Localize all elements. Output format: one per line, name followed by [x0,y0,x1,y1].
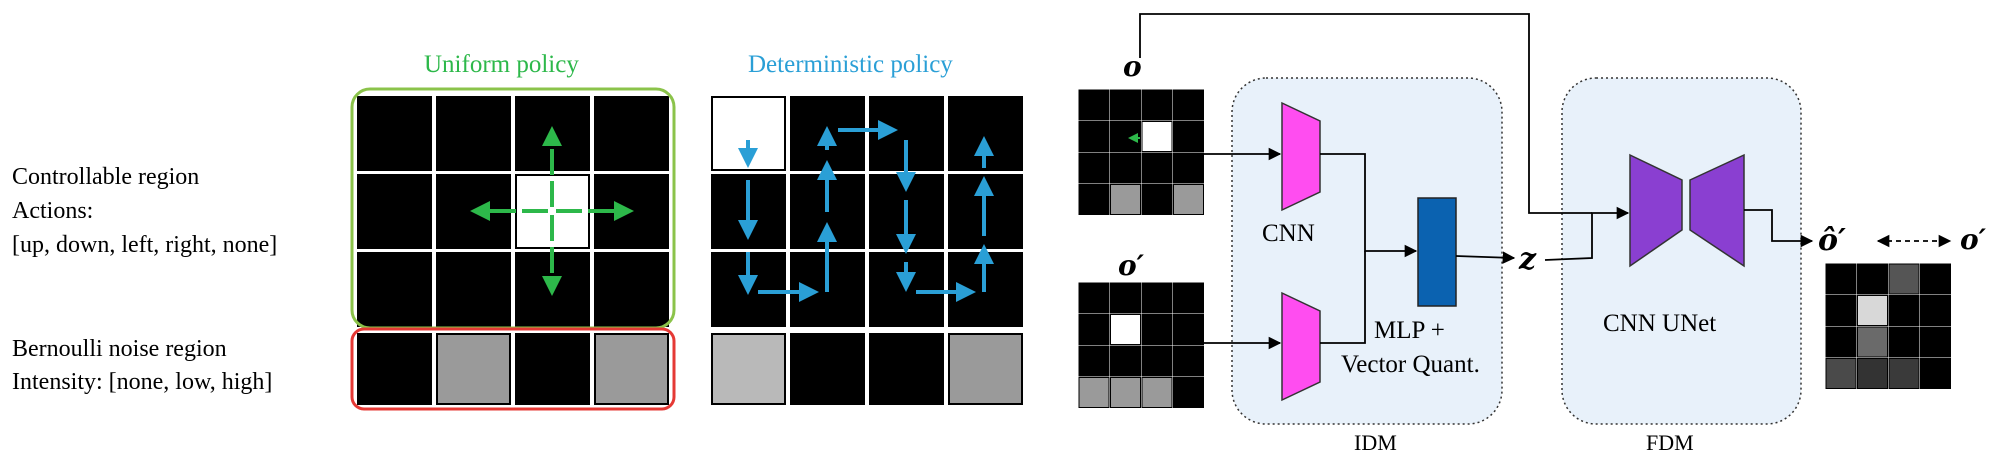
obs-o-cell [1078,152,1110,184]
obs-o-cell [1141,121,1173,152]
obs-o-prime-cell [1173,282,1204,314]
pred-o-cell [1888,263,1920,295]
grid-cell [357,96,432,171]
obs-o-prime-cell [1110,377,1141,408]
pred-o-cell [1825,295,1857,326]
o-hat-prime-symbol: ô′ [1818,223,1846,258]
connector [1320,153,1418,258]
obs-o-prime-cell [1110,314,1141,345]
obs-o-cell [1110,152,1141,184]
obs-o-cell [1141,89,1173,121]
noise-cell [357,333,432,405]
pred-o-cell [1920,263,1951,295]
skip-connection [1139,13,1592,214]
uniform-policy-title: Uniform policy [424,51,579,78]
grid-cell [357,174,432,249]
obs-o-prime-cell [1141,314,1173,345]
z-symbol: z [1519,242,1537,277]
noise-cell [790,333,865,405]
noise-cell [711,333,786,405]
noise-cell [594,333,669,405]
unet-encoder [1629,153,1683,268]
action-list-label: [up, down, left, right, none] [12,232,278,258]
pred-o-cell [1920,295,1951,326]
pred-o-cell [1888,295,1920,326]
obs-o-prime-cell [1141,345,1173,377]
obs-o-prime-cell [1173,345,1204,377]
obs-o-cell [1078,184,1110,215]
obs-o-cell [1078,89,1110,121]
actions-label: Actions: [12,198,94,224]
pred-o-cell [1857,326,1888,358]
grid-cell [357,252,432,327]
cnn-encoder-top [1281,101,1321,212]
obs-o-prime-cell [1078,345,1110,377]
obs-o-cell [1173,121,1204,152]
model-layer [1231,77,1802,425]
pred-o-cell [1920,326,1951,358]
controllable-region-label: Controllable region [12,164,200,190]
deterministic-policy-title: Deterministic policy [748,51,953,78]
pred-o-cell [1888,326,1920,358]
cnn-unet-label: CNN UNet [1603,310,1717,337]
obs-o-prime-cell [1078,377,1110,408]
noise-cell [948,333,1023,405]
pred-o-cell [1857,295,1888,326]
obs-o-prime-cell [1141,377,1173,408]
obs-o-cell [1173,152,1204,184]
pred-o-cell [1888,358,1920,389]
idm-label: IDM [1354,430,1397,455]
obs-o-cell [1141,152,1173,184]
cnn-label: CNN [1262,220,1315,247]
noise-region-box [350,327,676,411]
obs-o-prime-cell [1110,282,1141,314]
o-prime-symbol: o′ [1118,249,1145,282]
grid-cell [594,252,669,327]
grid-cell [436,252,511,327]
o-symbol: o [1123,50,1142,83]
mlp-label-line2: Vector Quant. [1341,351,1480,378]
o-prime-target-symbol: o′ [1960,223,1987,256]
grids-layer [350,87,1951,411]
pred-o-cell [1825,358,1857,389]
connector [1455,251,1516,264]
obs-o-cell [1110,89,1141,121]
noise-cell [869,333,944,405]
obs-o-prime-cell [1141,282,1173,314]
fdm-label: FDM [1646,430,1694,455]
obs-o-prime-cell [1173,314,1204,345]
intensity-label: Intensity: [none, low, high] [12,369,273,395]
obs-o-cell [1078,121,1110,152]
obs-o-prime-cell [1173,377,1204,408]
obs-o-cell [1141,184,1173,215]
connector [1320,251,1366,344]
obs-o-cell [1173,184,1204,215]
mlp-block [1417,197,1457,307]
obs-o-cell [1110,184,1141,215]
obs-o-cell [1110,121,1141,152]
obs-o-prime-cell [1110,345,1141,377]
pred-o-cell [1857,358,1888,389]
obs-o-cell [1173,89,1204,121]
pred-o-cell [1825,263,1857,295]
pred-o-cell [1857,263,1888,295]
cnn-encoder-bottom [1281,291,1321,402]
noise-cell [515,333,590,405]
connector [1544,206,1630,261]
obs-o-prime-cell [1078,314,1110,345]
connector [1744,209,1814,248]
unet-decoder [1689,153,1745,268]
noise-cell [436,333,511,405]
noise-region-label: Bernoulli noise region [12,336,227,362]
arrows-layer [470,13,1952,350]
pred-o-cell [1825,326,1857,358]
obs-o-prime-cell [1078,282,1110,314]
mlp-label-line1: MLP + [1374,317,1445,344]
fdm-box [1561,77,1802,425]
grid-cell [594,96,669,171]
grid-cell [436,96,511,171]
pred-o-cell [1920,358,1951,389]
